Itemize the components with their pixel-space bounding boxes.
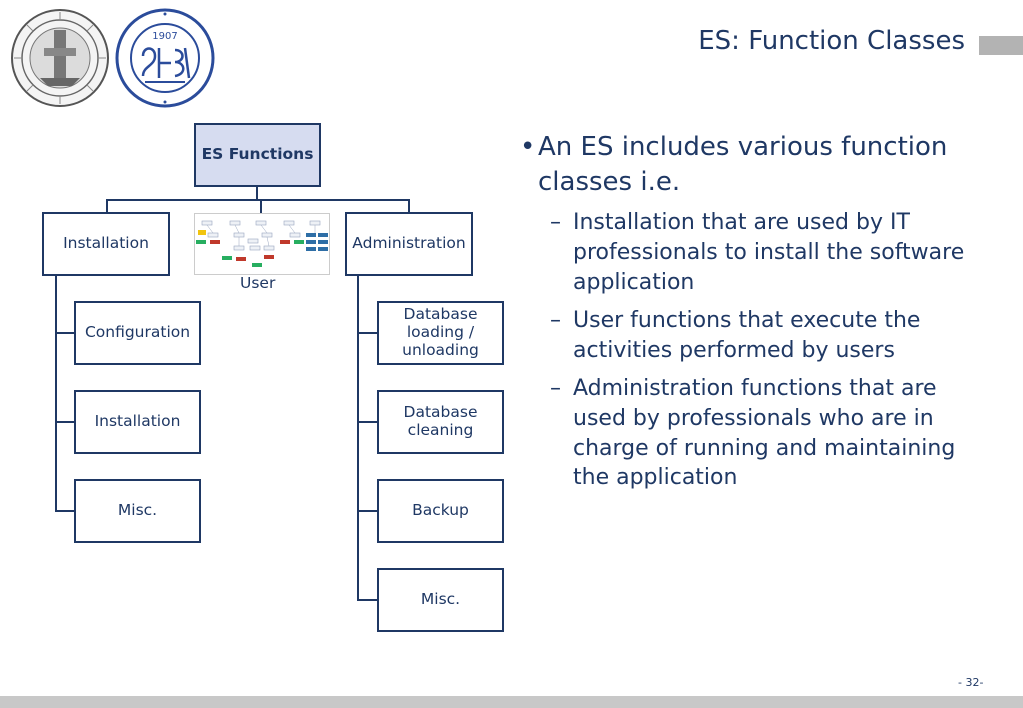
admin-drop-line: [408, 199, 410, 213]
backup-box: Backup: [377, 479, 504, 543]
install-drop-line: [106, 199, 108, 213]
admin-spine-line: [357, 275, 359, 601]
database-loading-box: Database loading / unloading: [377, 301, 504, 365]
installation-sub-box: Installation: [74, 390, 201, 454]
install-misc-box: Misc.: [74, 479, 201, 543]
bullet-dot-icon: •: [520, 132, 536, 162]
admin-misc-box: Misc.: [377, 568, 504, 632]
slide-title: ES: Function Classes: [698, 26, 965, 56]
sub-bullet-text: Installation that are used by IT profess…: [573, 210, 965, 295]
installation-box: Installation: [42, 212, 170, 276]
root-stem-line: [256, 186, 258, 200]
page-number: - 32-: [958, 676, 984, 689]
bullet-list: • An ES includes various function classe…: [520, 130, 980, 493]
install-tick-2: [55, 421, 75, 423]
install-tick-1: [55, 332, 75, 334]
title-accent-bar: [979, 36, 1023, 55]
user-flow-thumbnail: [194, 213, 330, 275]
dash-icon: –: [550, 375, 561, 401]
tongji-seal-logo: 1907: [115, 8, 215, 108]
configuration-box: Configuration: [74, 301, 201, 365]
admin-tick-1: [357, 332, 378, 334]
admin-tick-4: [357, 599, 378, 601]
install-spine-line: [55, 275, 57, 512]
sub-bullet: – Installation that are used by IT profe…: [520, 208, 980, 298]
admin-tick-3: [357, 510, 378, 512]
dash-icon: –: [550, 307, 561, 333]
administration-box: Administration: [345, 212, 473, 276]
user-label: User: [240, 274, 276, 292]
dash-icon: –: [550, 210, 561, 236]
es-functions-box: ES Functions: [194, 123, 321, 187]
user-drop-line: [260, 199, 262, 213]
top-branch-line: [106, 199, 410, 201]
install-tick-3: [55, 510, 75, 512]
svg-text:1907: 1907: [152, 31, 177, 42]
database-cleaning-box: Database cleaning: [377, 390, 504, 454]
sub-bullet-text: User functions that execute the activiti…: [573, 307, 921, 363]
admin-tick-2: [357, 421, 378, 423]
footer-bar: [0, 696, 1023, 708]
sub-bullet-text: Administration functions that are used b…: [573, 375, 956, 491]
main-bullet-text: An ES includes various function classes …: [538, 132, 948, 198]
padua-seal-logo: [11, 9, 109, 107]
sub-bullet: – Administration functions that are used…: [520, 374, 980, 494]
sub-bullet: – User functions that execute the activi…: [520, 306, 980, 366]
main-bullet: • An ES includes various function classe…: [520, 130, 980, 200]
